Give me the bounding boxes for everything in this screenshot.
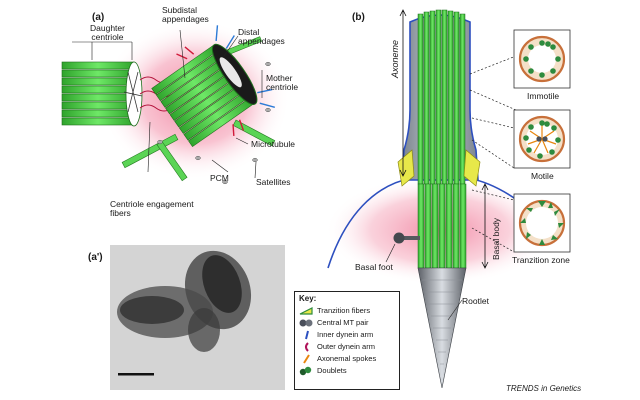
label-distal-appendages: Distal appendages [238, 27, 285, 46]
legend-label: Doublets [317, 366, 347, 375]
basal-body [417, 183, 467, 269]
label-basal-foot: Basal foot [355, 262, 393, 272]
doublet-icon [299, 366, 312, 376]
label-subdistal-appendages: Subdistal appendages [162, 5, 209, 24]
legend-item: Outer dynein arm [299, 342, 399, 353]
panel-a-tag: (a) [92, 12, 105, 23]
label-mother-centriole: Mother centriole [266, 73, 299, 92]
spoke-icon [303, 354, 310, 364]
label-basal-body: Basal body [491, 217, 501, 260]
label-immotile: Immotile [527, 91, 560, 101]
cross-section-transition-zone [513, 193, 571, 253]
transition-fibers [397, 149, 481, 187]
central-pair-icon [299, 319, 313, 327]
callout-lines [469, 55, 517, 253]
legend-key: Key: Tranzition fibers Central MT pair I… [294, 291, 400, 390]
figure-credit: TRENDS in Genetics [506, 384, 582, 393]
legend-label: Central MT pair [317, 318, 369, 327]
mother-centriole [151, 25, 275, 148]
cross-section-immotile [513, 29, 571, 89]
electron-micrograph [110, 245, 285, 390]
label-daughter-centriole: Daughter centriole [90, 23, 125, 42]
legend-item: Central MT pair [299, 318, 399, 329]
transition-fiber-icon [299, 307, 313, 315]
basal-body-arrow [481, 183, 489, 269]
outer-dynein-icon [305, 342, 309, 352]
label-microtubule: Microtubule [251, 139, 295, 149]
legend-item: Tranzition fibers [299, 306, 399, 317]
legend-item: Axonemal spokes [299, 354, 399, 365]
legend-item: Doublets [299, 366, 399, 377]
legend-label: Outer dynein arm [317, 342, 375, 351]
basal-foot [393, 232, 420, 244]
panel-a-illustration [61, 20, 290, 185]
label-rootlet: Rootlet [462, 296, 489, 306]
label-axoneme: Axoneme [390, 39, 400, 78]
legend-label: Tranzition fibers [317, 306, 371, 315]
panel-a-leader-lines [72, 29, 263, 179]
legend-label: Axonemal spokes [317, 354, 377, 363]
panel-b-illustration [325, 9, 571, 389]
inner-dynein-icon [305, 330, 309, 340]
label-satellites: Satellites [256, 177, 291, 187]
panel-b-tag: (b) [352, 12, 365, 23]
satellites [157, 61, 271, 185]
scale-bar [118, 373, 154, 376]
axoneme-arrow [399, 9, 407, 177]
panel-b-leader-lines [385, 243, 463, 321]
label-transition-zone: Tranzition zone [512, 255, 570, 265]
label-motile: Motile [531, 171, 554, 181]
label-pcm: PCM [210, 173, 229, 183]
legend-title: Key: [299, 294, 317, 303]
legend-label: Inner dynein arm [317, 330, 374, 339]
label-centriole-engagement-fibers: Centriole engagement fibers [110, 199, 194, 218]
cross-section-motile [513, 109, 571, 169]
daughter-centriole [61, 61, 143, 127]
panel-a-prime-tag: (a') [88, 252, 103, 263]
legend-item: Inner dynein arm [299, 330, 399, 341]
